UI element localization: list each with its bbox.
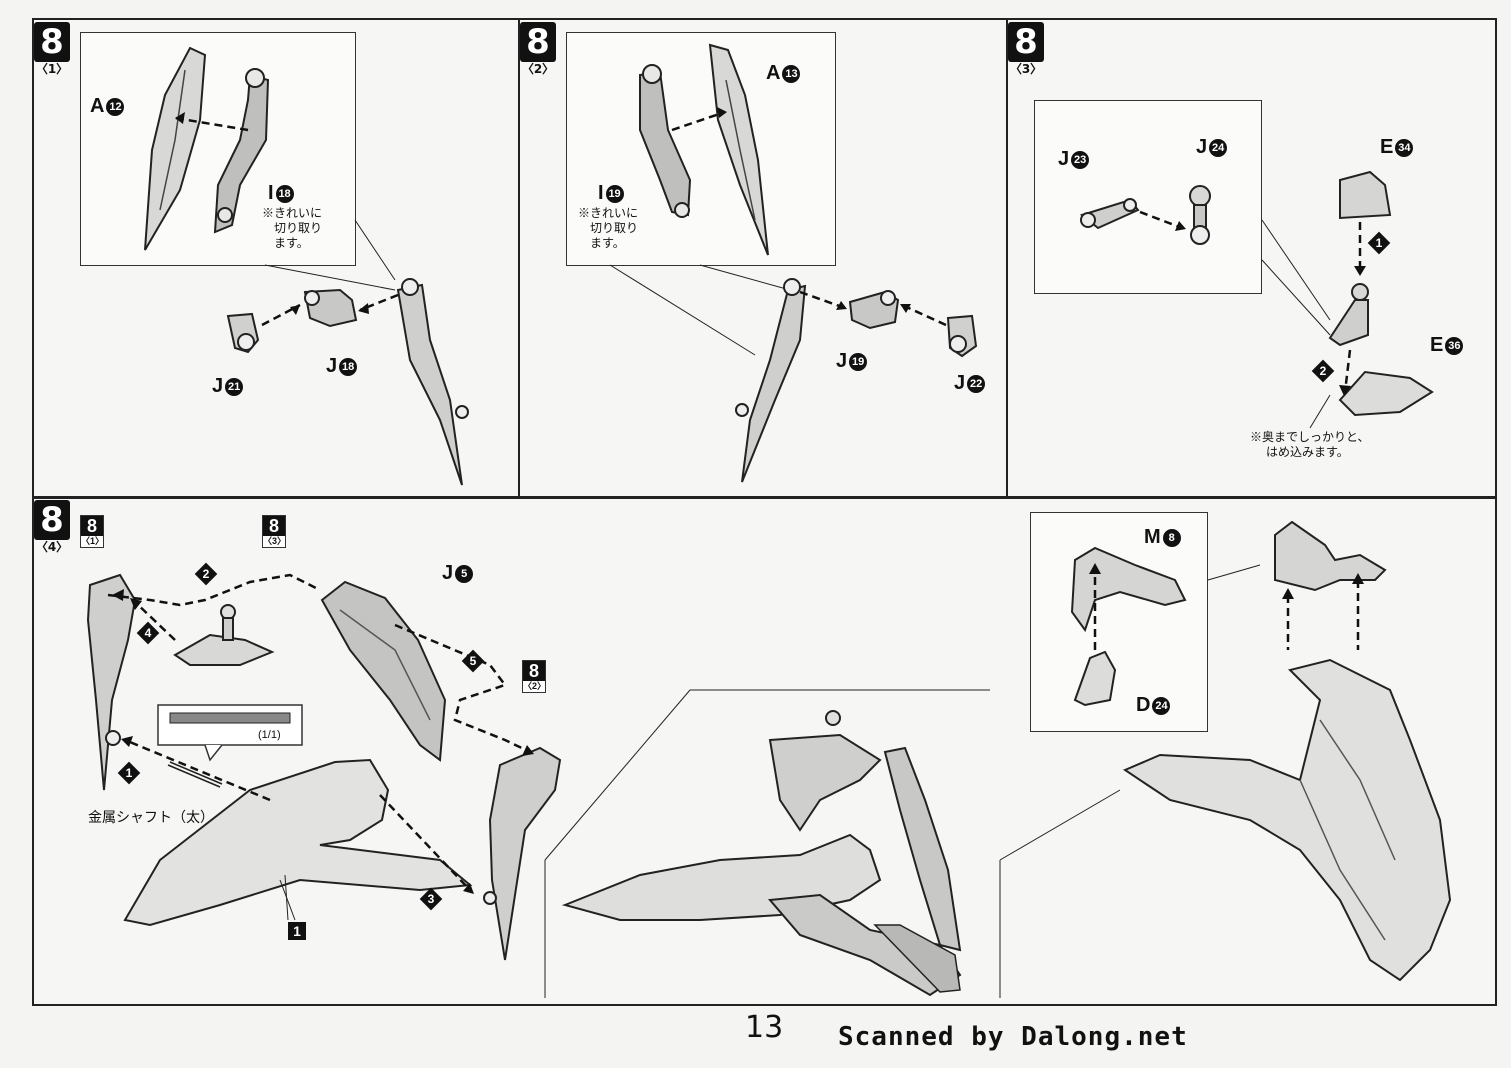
detail-inset-4 (1030, 512, 1208, 732)
order-marker-3-2: 2 (1311, 359, 1335, 383)
detail-inset-3 (1034, 100, 1262, 294)
order-marker-4-2: 2 (194, 562, 218, 586)
shaft-label: 金属シャフト（太） (88, 809, 214, 825)
bottom-panel-frame (32, 497, 1497, 1006)
seat-note: ※奥までしっかりと、はめ込みます。 (1250, 430, 1370, 459)
order-marker-4-1: 1 (117, 761, 141, 785)
panel-divider-1 (518, 18, 520, 498)
ref-badge-8-1: 8〈1〉 (80, 515, 105, 548)
cut-note-1: ※きれいに切り取ります。 (262, 206, 323, 250)
step-badge-8-2: 8 〈2〉 (520, 22, 556, 76)
part-badge-1: 1 (288, 922, 306, 940)
scan-credit: Scanned by Dalong.net (838, 1022, 1188, 1052)
step-badge-8-1: 8 〈1〉 (34, 22, 70, 76)
step-badge-8-4: 8 〈4〉 (34, 500, 70, 554)
panel-divider-2 (1006, 18, 1008, 498)
ref-badge-8-3: 8〈3〉 (262, 515, 287, 548)
cut-note-2: ※きれいに切り取ります。 (578, 206, 639, 250)
step-badge-8-3: 8 〈3〉 (1008, 22, 1044, 76)
order-marker-4-3: 3 (419, 887, 443, 911)
order-marker-4-5: 5 (461, 649, 485, 673)
order-marker-4-4: 4 (136, 621, 160, 645)
page-number: 13 (745, 1010, 784, 1045)
ref-badge-8-2: 8〈2〉 (522, 660, 547, 693)
order-marker-3-1: 1 (1367, 231, 1391, 255)
shaft-scale: (1/1) (258, 729, 281, 741)
